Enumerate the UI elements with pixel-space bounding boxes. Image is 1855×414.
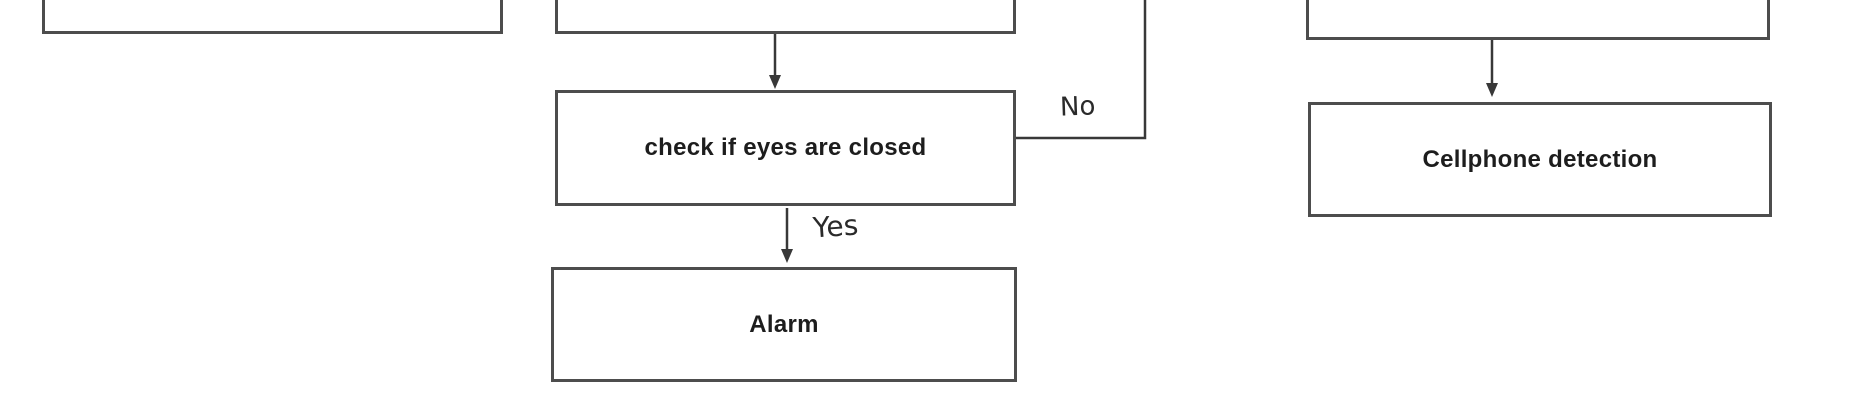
node-cellphone-label: Cellphone detection	[1422, 145, 1658, 173]
node-mid-partial	[555, 0, 1016, 34]
edge-label-no: No	[1059, 91, 1096, 123]
node-alarm-label: Alarm	[749, 310, 819, 338]
arrow-mid-to-check	[769, 34, 781, 89]
down-arrowhead-icon	[1486, 83, 1498, 97]
node-right-partial	[1306, 0, 1770, 40]
node-check-eyes-label: check if eyes are closed	[644, 134, 927, 161]
node-left-partial	[42, 0, 503, 34]
arrow-yes-check-to-alarm	[781, 208, 793, 263]
down-arrowhead-icon	[769, 75, 781, 89]
arrow-right-to-cellphone	[1486, 40, 1498, 97]
node-check-eyes: check if eyes are closed	[555, 90, 1016, 206]
down-arrowhead-icon	[781, 249, 793, 263]
node-alarm: Alarm	[551, 267, 1017, 382]
node-cellphone: Cellphone detection	[1308, 102, 1772, 217]
edge-label-yes: Yes	[811, 208, 860, 245]
